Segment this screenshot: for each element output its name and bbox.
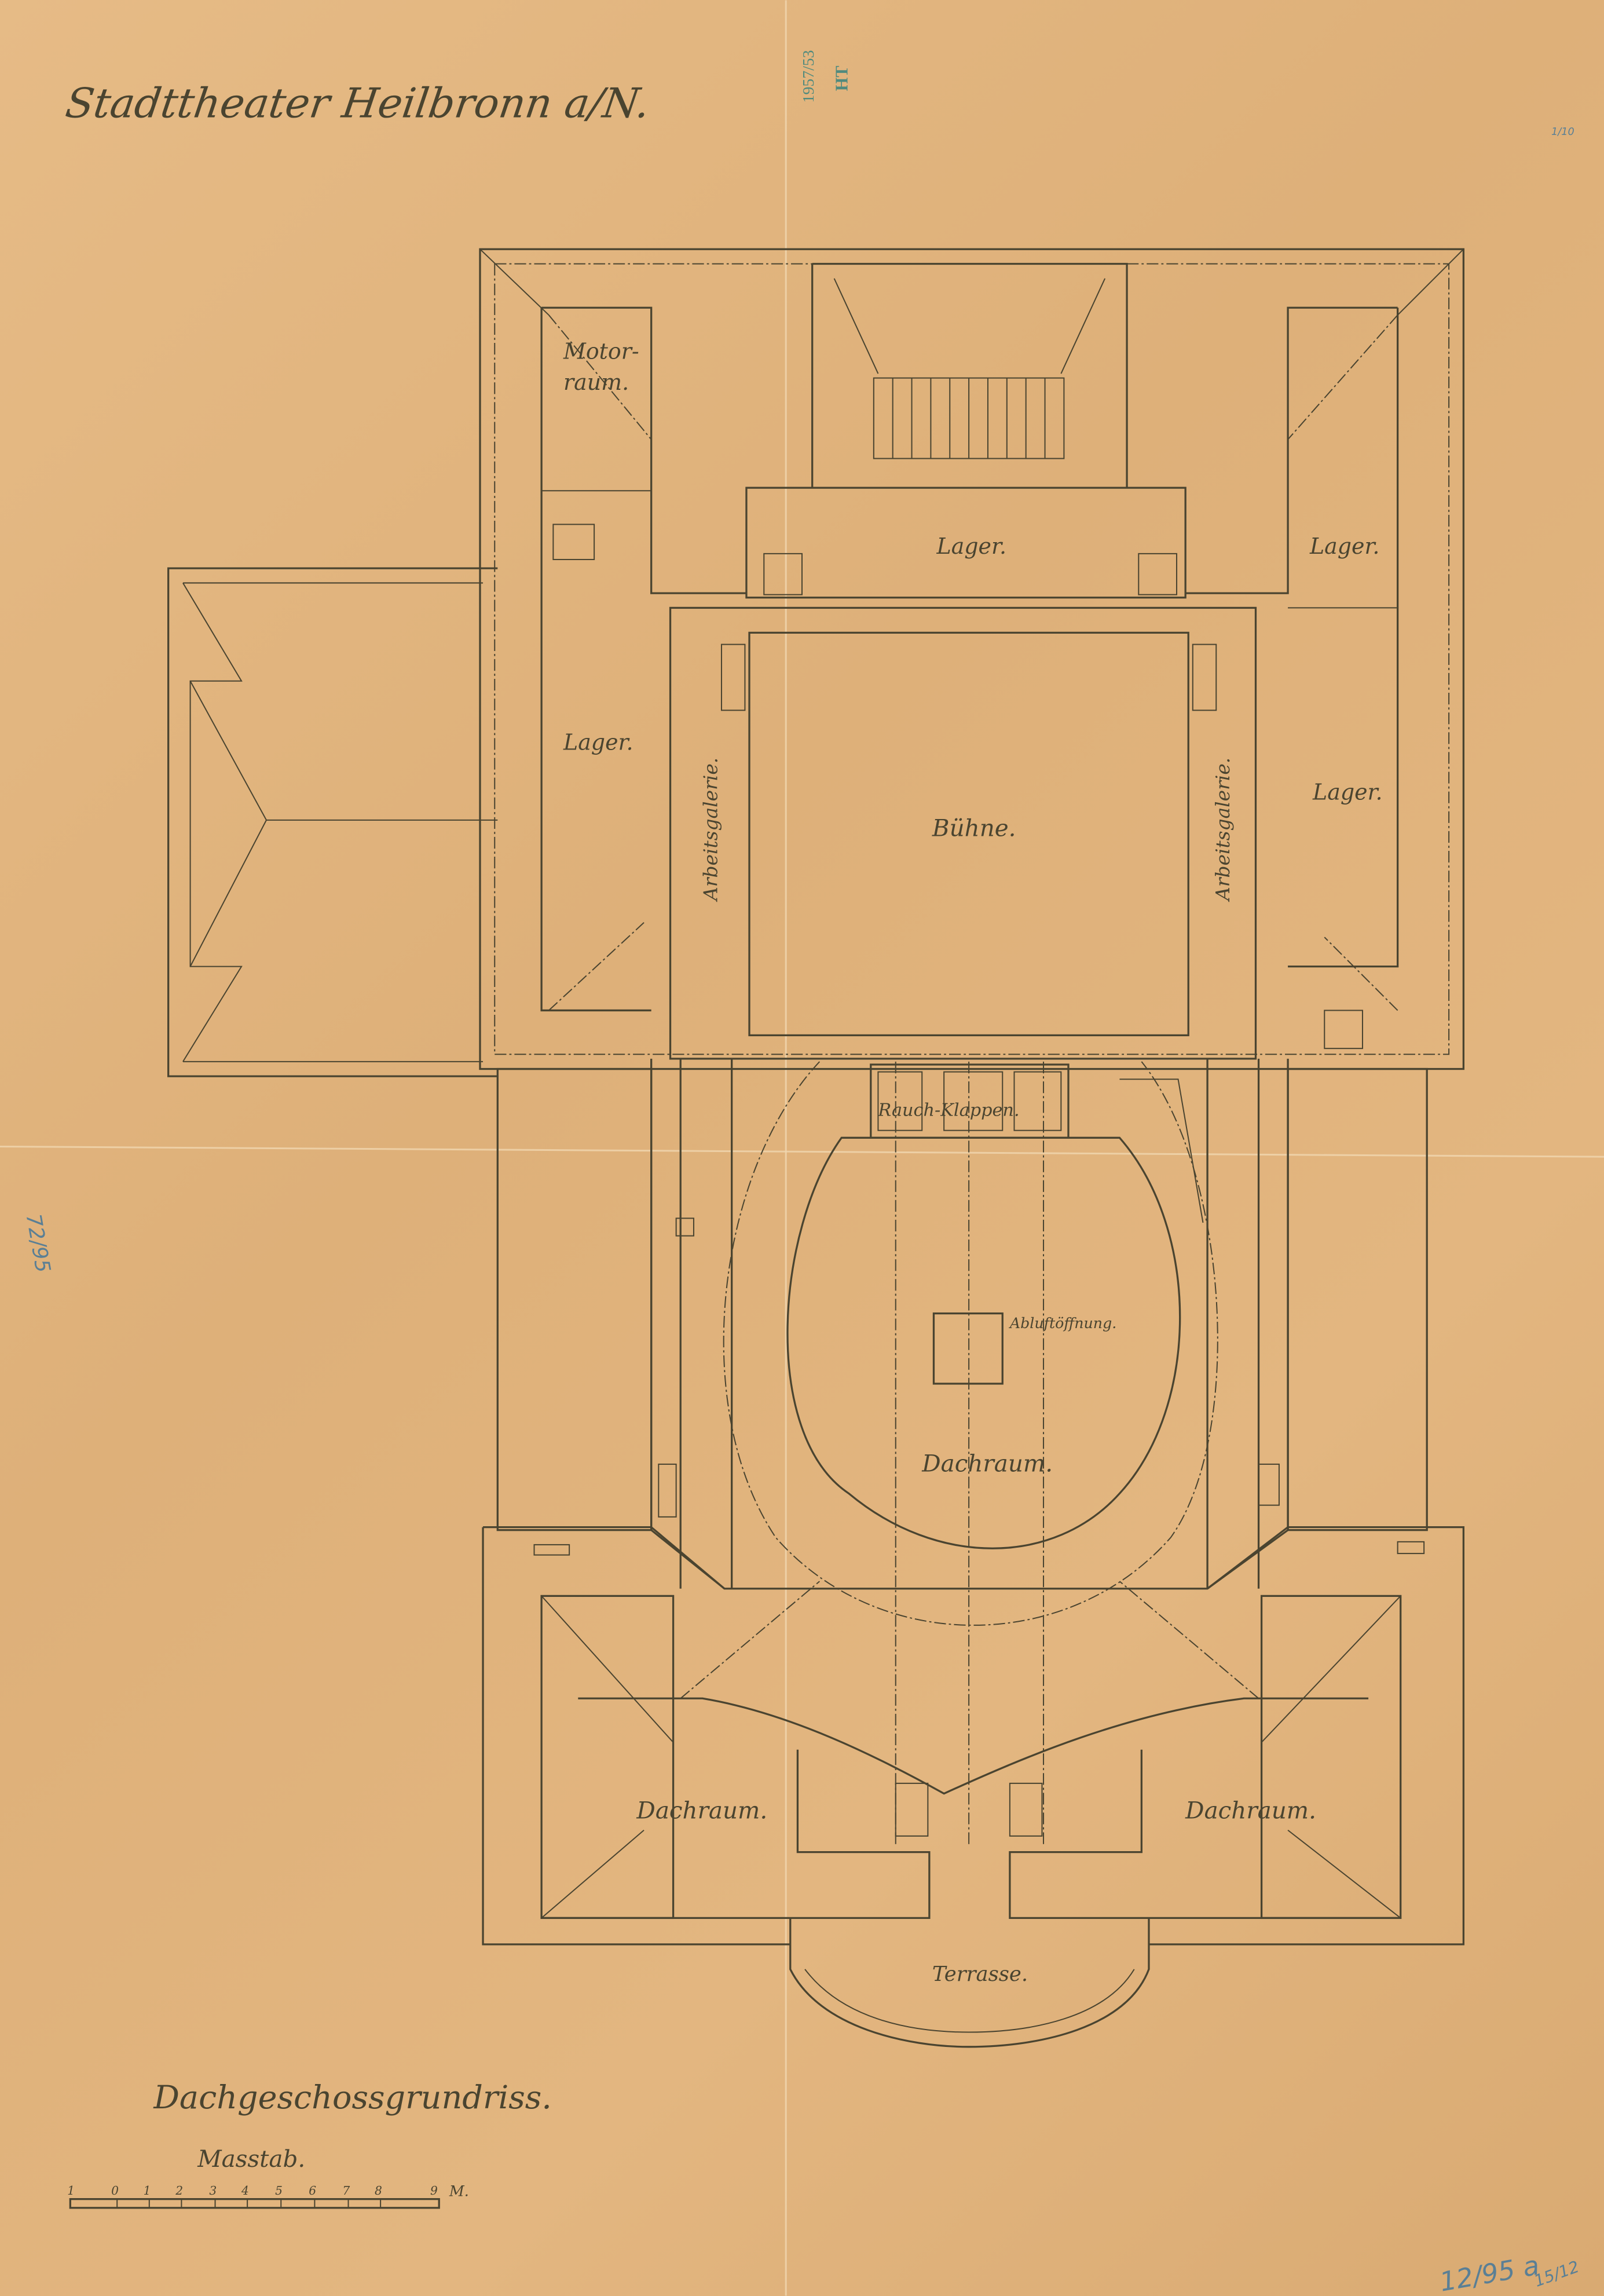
top-right-mark-annotation: 1/10 (1551, 126, 1574, 138)
scale-tick: 9 (430, 2184, 438, 2198)
label-dachraum-center: Dachraum. (921, 1450, 1053, 1478)
label-arbeitsgalerie-right: Arbeitsgalerie. (1212, 758, 1234, 902)
label-dachraum-right: Dachraum. (1185, 1797, 1316, 1825)
scale-tick: 6 (309, 2184, 316, 2198)
label-terrasse: Terrasse. (932, 1962, 1028, 1986)
archive-number-annotation: 12/95 a (1437, 2250, 1541, 2296)
scale-tick: 7 (342, 2184, 350, 2198)
label-buehne: Bühne. (932, 814, 1016, 842)
scale-tick: 5 (275, 2184, 283, 2198)
scale-tick: 4 (241, 2184, 249, 2198)
archive-stamp-number: 1957/53 (800, 50, 818, 103)
side-mark-annotation: 72/95 (21, 1212, 55, 1275)
scale-label: Masstab. (197, 2145, 305, 2173)
label-lager-left: Lager. (563, 730, 633, 755)
scale-tick: 2 (175, 2184, 183, 2198)
label-lager-top: Lager. (936, 533, 1006, 559)
label-lager-right: Lager. (1312, 779, 1382, 805)
left-wing-roof (167, 567, 498, 1077)
drawing-title: Dachgeschossgrundriss. (153, 2079, 552, 2116)
scale-tick: 1 (67, 2184, 75, 2198)
scale-bar: 1 0 1 2 3 4 5 6 7 8 9 M. (67, 2183, 469, 2209)
scale-tick: 3 (209, 2184, 217, 2198)
label-lager-right-top: Lager. (1309, 533, 1379, 559)
scale-tick: 0 (111, 2184, 119, 2198)
exhaust-opening (932, 1312, 1004, 1385)
corner-mark-annotation: 15/12 (1532, 2257, 1582, 2290)
label-motorraum-2: raum. (563, 370, 629, 395)
label-dachraum-left: Dachraum. (636, 1797, 767, 1825)
front-block-roof (482, 1526, 1465, 2048)
scale-tick: 1 (144, 2184, 151, 2198)
scale-unit: M. (449, 2183, 469, 2200)
sheet-title: Stadttheater Heilbronn a/N. (63, 79, 653, 127)
scale-tick: 8 (375, 2184, 382, 2198)
label-motorraum-1: Motor- (563, 339, 639, 364)
label-arbeitsgalerie-left: Arbeitsgalerie. (700, 758, 722, 902)
label-abluftoeffnung: Abluftöffnung. (1009, 1315, 1116, 1332)
fold-line-horizontal (0, 1145, 1604, 1158)
label-rauchklappen: Rauch-Klappen. (877, 1100, 1019, 1120)
room-labels: Motor- raum. Lager. Lager. Lager. Lager.… (563, 339, 1382, 1986)
archive-stamp-code: HT (832, 65, 851, 91)
stage-house-block (479, 248, 1465, 1070)
